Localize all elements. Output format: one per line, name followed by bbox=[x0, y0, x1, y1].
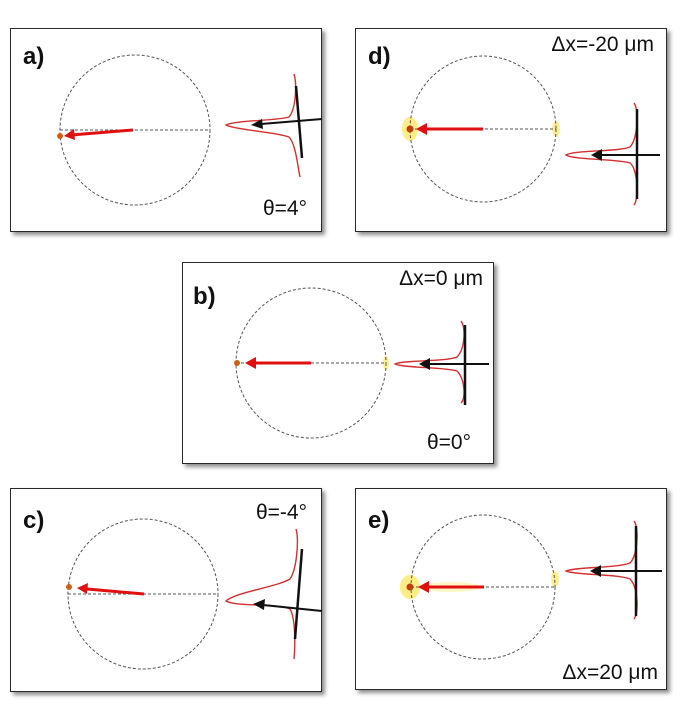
reflected-beam-arrow bbox=[70, 128, 134, 137]
focus-spot bbox=[66, 584, 72, 590]
angle-label: θ=-4° bbox=[255, 501, 307, 524]
incident-beam-arrowhead bbox=[251, 119, 263, 129]
focus-spot bbox=[57, 133, 63, 139]
tilted-baseline bbox=[294, 85, 304, 159]
offset-label: Δx=0 μm bbox=[399, 267, 483, 290]
reflected-beam-arrowhead bbox=[418, 581, 429, 593]
panel-label: e) bbox=[368, 507, 390, 534]
incident-beam-arrowhead bbox=[590, 565, 601, 577]
offset-label: Δx=-20 μm bbox=[551, 33, 654, 56]
incident-beam-arrow bbox=[262, 604, 323, 612]
beam-profile-curve bbox=[224, 528, 299, 660]
panel-c: c) θ=-4° bbox=[10, 488, 323, 692]
glow-right bbox=[551, 571, 559, 587]
panel-e: e) Δx=20 μm bbox=[355, 488, 667, 690]
panel-label: c) bbox=[23, 507, 45, 534]
focus-spot bbox=[234, 360, 240, 366]
reflected-beam-arrowhead bbox=[77, 583, 88, 594]
reflected-beam-arrowhead bbox=[245, 357, 256, 369]
reflected-beam-arrowhead bbox=[416, 123, 427, 135]
angle-label: θ=4° bbox=[262, 197, 307, 220]
beam-profile-curve bbox=[224, 73, 301, 178]
panel-b: b) Δx=0 μm θ=0° bbox=[182, 262, 494, 464]
schematic-a bbox=[57, 54, 323, 206]
incident-beam-arrowhead bbox=[591, 149, 602, 161]
panel-a: a) θ=4° bbox=[10, 28, 323, 232]
incident-beam-arrowhead bbox=[419, 358, 430, 370]
beam-profile-curve bbox=[564, 520, 638, 620]
panel-label: b) bbox=[193, 283, 216, 310]
angle-label: θ=0° bbox=[426, 431, 471, 454]
schematic-c bbox=[66, 518, 323, 670]
beam-profile-curve bbox=[393, 320, 465, 404]
incident-beam-arrowhead bbox=[253, 599, 265, 610]
tilted-baseline bbox=[293, 548, 304, 640]
panel-label: d) bbox=[368, 43, 391, 70]
focus-spot bbox=[406, 583, 414, 591]
panel-label: a) bbox=[23, 43, 45, 70]
beam-profile-curve bbox=[564, 102, 638, 206]
offset-label: Δx=20 μm bbox=[562, 661, 658, 684]
focus-spot bbox=[406, 125, 414, 133]
panel-d: d) Δx=-20 μm bbox=[355, 28, 667, 232]
incident-beam-arrow bbox=[260, 118, 323, 125]
reflected-beam-arrow bbox=[86, 587, 145, 596]
schematic-b bbox=[234, 287, 489, 439]
schematic-e bbox=[400, 514, 662, 660]
reflected-beam-arrowhead bbox=[64, 129, 75, 140]
schematic-d bbox=[402, 55, 660, 206]
